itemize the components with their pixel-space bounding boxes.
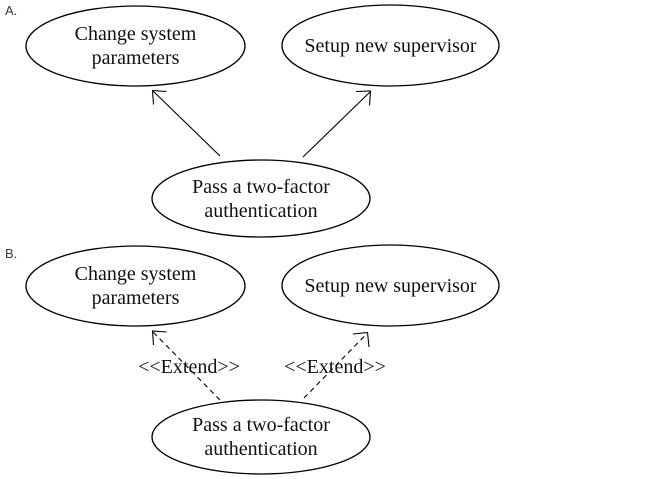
extend-arrowhead-to-setup-new-supervisor-b bbox=[352, 331, 370, 348]
extend-arrowhead-to-change-system-parameters-b bbox=[151, 330, 167, 346]
section-a-label: A. bbox=[5, 3, 18, 18]
extend-stereotype-label-left: <<Extend>> bbox=[138, 356, 240, 378]
arrowhead-to-setup-new-supervisor-a bbox=[355, 90, 372, 106]
arrowhead-to-change-system-parameters-a bbox=[151, 89, 167, 105]
ellipse-change-system-parameters-b bbox=[25, 245, 246, 327]
arrow-shaft-to-setup-new-supervisor-a bbox=[302, 91, 371, 158]
ellipse-change-system-parameters-a bbox=[25, 5, 246, 87]
arrow-shaft-to-change-system-parameters-a bbox=[152, 90, 221, 157]
extend-arrow-shaft-to-setup-new-supervisor-b bbox=[303, 333, 368, 399]
extend-arrow-shaft-to-change-system-parameters-b bbox=[152, 331, 221, 401]
ellipse-pass-two-factor-a bbox=[151, 159, 371, 238]
ellipse-setup-new-supervisor-a bbox=[281, 4, 500, 87]
section-b-shapes bbox=[25, 244, 500, 475]
ellipse-setup-new-supervisor-b bbox=[281, 244, 500, 327]
ellipse-pass-two-factor-b bbox=[151, 399, 371, 475]
extend-stereotype-label-right: <<Extend>> bbox=[284, 356, 386, 378]
section-b-label: B. bbox=[5, 246, 18, 261]
section-a-shapes bbox=[25, 4, 500, 238]
